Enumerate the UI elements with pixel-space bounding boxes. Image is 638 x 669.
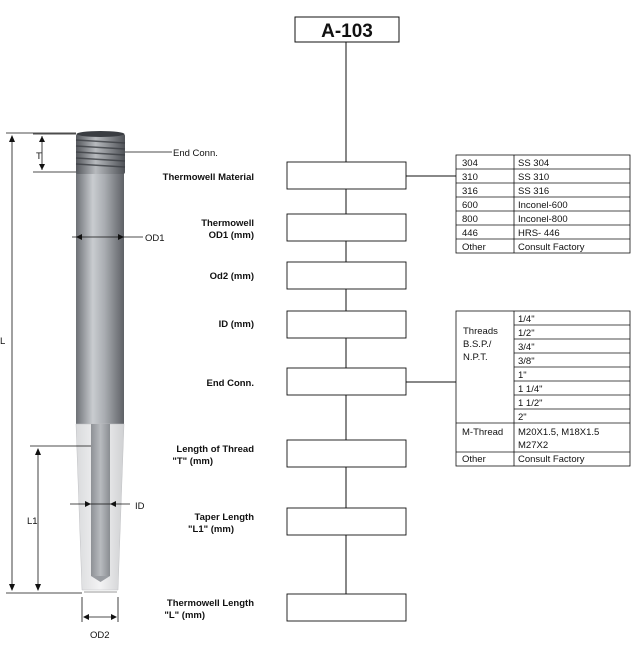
thread-size: 1/2" xyxy=(518,328,535,339)
material-name: SS 304 xyxy=(518,158,549,169)
label-od1-line1: Thermowell xyxy=(201,218,254,229)
material-name: Consult Factory xyxy=(518,242,585,253)
thread-size: 3/4" xyxy=(518,342,535,353)
thermowell-bore xyxy=(91,424,110,576)
thermowell-drawing xyxy=(75,131,126,593)
material-code: 446 xyxy=(462,228,478,239)
label-taper-length-line2: "L1" (mm) xyxy=(188,524,234,535)
material-code: 310 xyxy=(462,172,478,183)
material-name: SS 316 xyxy=(518,186,549,197)
end-conn-table xyxy=(455,310,631,467)
thread-size: 3/8" xyxy=(518,356,535,367)
label-thread-length-line1: Length of Thread xyxy=(176,444,254,455)
label-thread-length-line2: "T" (mm) xyxy=(172,456,213,467)
thread-size: 1/4" xyxy=(518,314,535,325)
l-dim-label: L xyxy=(0,336,5,347)
material-name: Inconel-800 xyxy=(518,214,568,225)
thread-size: 2" xyxy=(518,412,527,423)
threads-label: Threads xyxy=(463,326,498,337)
material-code: 800 xyxy=(462,214,478,225)
label-id: ID (mm) xyxy=(219,319,254,330)
m-thread-label: M-Thread xyxy=(462,427,503,438)
label-thermowell-length-line2: "L" (mm) xyxy=(164,610,205,621)
end-conn-other-label: Other xyxy=(462,454,486,465)
m-thread-value: M27X2 xyxy=(518,440,548,451)
product-code: A-103 xyxy=(321,21,373,42)
end-conn-other-value: Consult Factory xyxy=(518,454,585,465)
end-conn-input-box[interactable] xyxy=(286,367,407,396)
threads-label: B.S.P./ xyxy=(463,339,492,350)
end-conn-dim-label: End Conn. xyxy=(173,148,218,159)
od1-input-box[interactable] xyxy=(286,213,407,242)
dimension-arrows xyxy=(9,135,124,620)
m-thread-value: M20X1.5, M18X1.5 xyxy=(518,427,599,438)
material-name: Inconel-600 xyxy=(518,200,568,211)
material-name: HRS- 446 xyxy=(518,228,560,239)
thermowell-length-input-box[interactable] xyxy=(286,593,407,622)
material-input-box[interactable] xyxy=(286,161,407,190)
id-input-box[interactable] xyxy=(286,310,407,339)
label-od1-line2: OD1 (mm) xyxy=(209,230,254,241)
id-dim-label: ID xyxy=(135,501,145,512)
material-table xyxy=(455,154,631,254)
label-od2: Od2 (mm) xyxy=(210,271,254,282)
label-thermowell-material: Thermowell Material xyxy=(163,172,254,183)
od1-dim-label: OD1 xyxy=(145,233,165,244)
material-code: Other xyxy=(462,242,486,253)
thread-size: 1 1/2" xyxy=(518,398,543,409)
od2-input-box[interactable] xyxy=(286,261,407,290)
thermowell-barrel xyxy=(76,172,124,424)
label-taper-length-line1: Taper Length xyxy=(195,512,255,523)
end-conn-table-cells: Threads B.S.P./ N.P.T. 1/4" 1/2" 3/4" 3/… xyxy=(462,314,599,465)
label-thermowell-length-line1: Thermowell Length xyxy=(167,598,254,609)
material-code: 316 xyxy=(462,186,478,197)
material-code: 600 xyxy=(462,200,478,211)
thread-length-input-box[interactable] xyxy=(286,439,407,468)
t-dim-label: T xyxy=(36,151,42,162)
material-code: 304 xyxy=(462,158,478,169)
label-end-conn: End Conn. xyxy=(207,378,255,389)
thread-size: 1" xyxy=(518,370,527,381)
od2-dim-label: OD2 xyxy=(90,630,110,641)
l1-dim-label: L1 xyxy=(27,516,38,527)
threads-label: N.P.T. xyxy=(463,352,488,363)
field-boxes xyxy=(286,161,407,622)
material-table-cells: 304 SS 304 310 SS 310 316 SS 316 600 Inc… xyxy=(462,158,585,253)
product-code-box xyxy=(294,16,400,43)
thread-size: 1 1/4" xyxy=(518,384,543,395)
taper-length-input-box[interactable] xyxy=(286,507,407,536)
material-name: SS 310 xyxy=(518,172,549,183)
